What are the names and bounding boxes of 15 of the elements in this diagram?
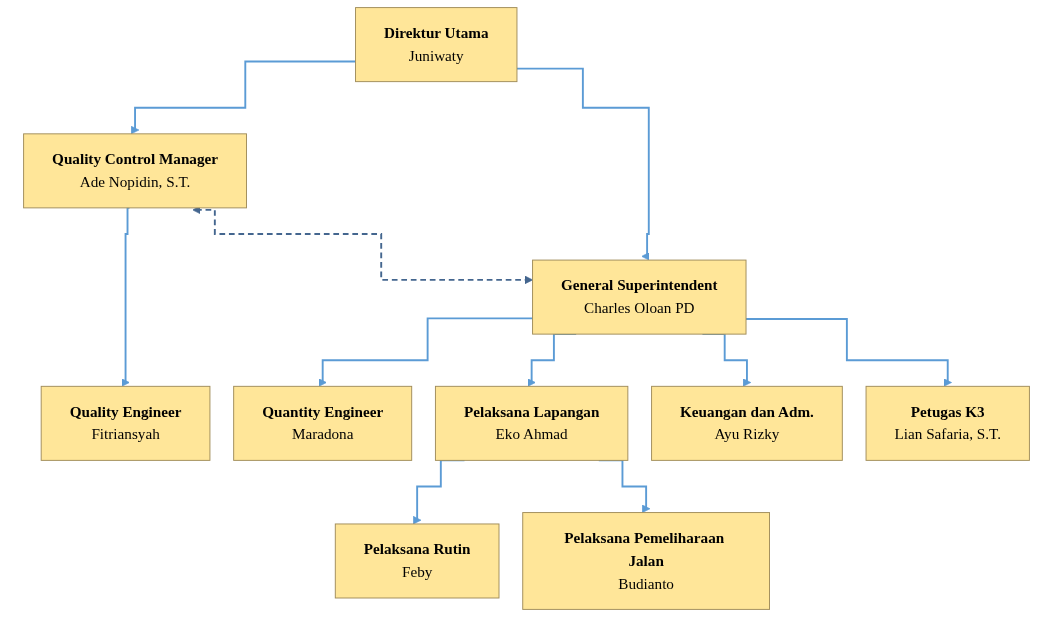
node-box: Quality Control Manager Ade Nopidin, S.T. [23,133,247,209]
node-box: Pelaksana Pemeliharaan Jalan Budianto [522,512,770,610]
arrow [318,317,534,387]
arrow [745,318,952,387]
node-box: General Superintendent Charles Oloan PD [532,259,747,335]
node-box: Pelaksana Lapangan Eko Ahmad [434,385,629,461]
arrow [130,60,357,135]
node-box: Pelaksana Rutin Feby [334,523,500,599]
node-box: Direktur Utama Juniwaty [355,7,518,83]
arrow [516,67,650,261]
node-box: Quantity Engineer Maradona [233,385,413,461]
node-box: Quality Engineer Fitriansyah [40,385,211,461]
node-box: Keuangan dan Adm. Ayu Rizky [651,385,843,461]
arrow [121,206,131,387]
node-box: Petugas K3 Lian Safaria, S.T. [865,385,1030,461]
